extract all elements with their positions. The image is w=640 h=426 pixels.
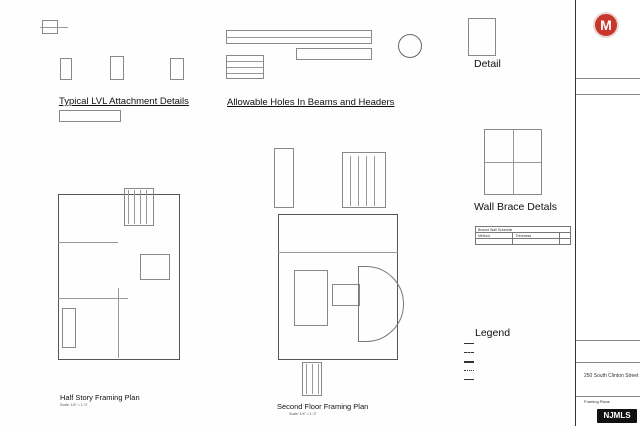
beam-hole-diagram [296, 48, 372, 60]
title-block: M 250 South Clinton Street Framing Plans [575, 0, 640, 426]
legend-item [464, 368, 564, 374]
legend-item [464, 350, 564, 356]
lvl-details-area [40, 8, 210, 93]
legend-item [464, 359, 564, 365]
second-floor-plan-scale: Scale: 1/4" = 1'-0" [289, 412, 317, 416]
njmls-watermark: NJMLS [597, 409, 637, 423]
half-story-plan-title: Half Story Framing Plan [60, 393, 140, 402]
detail-sketch [60, 58, 72, 80]
legend-item [464, 341, 564, 347]
half-story-plan-scale: Scale: 1/4" = 1'-0" [60, 403, 88, 407]
braced-wall-schedule: Braced Wall Schedule Method Thickness [474, 226, 572, 245]
legend-title: Legend [475, 327, 511, 339]
lvl-note-box [59, 110, 121, 122]
round-hole-chart [226, 55, 264, 79]
project-address: 250 South Clinton Street [584, 373, 639, 379]
detail-title: Detail [474, 58, 501, 70]
detail-sketch [170, 58, 184, 80]
lvl-details-title: Typical LVL Attachment Details [59, 96, 189, 107]
second-floor-plan-title: Second Floor Framing Plan [277, 402, 369, 411]
half-story-plan [58, 188, 180, 366]
detail-sketch [110, 56, 124, 80]
firm-logo: M [593, 12, 619, 38]
detail-sketch [468, 18, 496, 56]
legend-item [464, 377, 564, 383]
sheet-name: Framing Plans [584, 399, 610, 404]
legend [464, 341, 569, 386]
round-hole-detail [398, 34, 422, 58]
allowable-holes-title: Allowable Holes In Beams and Headers [227, 97, 395, 108]
wall-brace-diagram [484, 129, 542, 195]
wall-brace-title: Wall Brace Detals [474, 201, 558, 213]
second-floor-plan [272, 148, 404, 404]
